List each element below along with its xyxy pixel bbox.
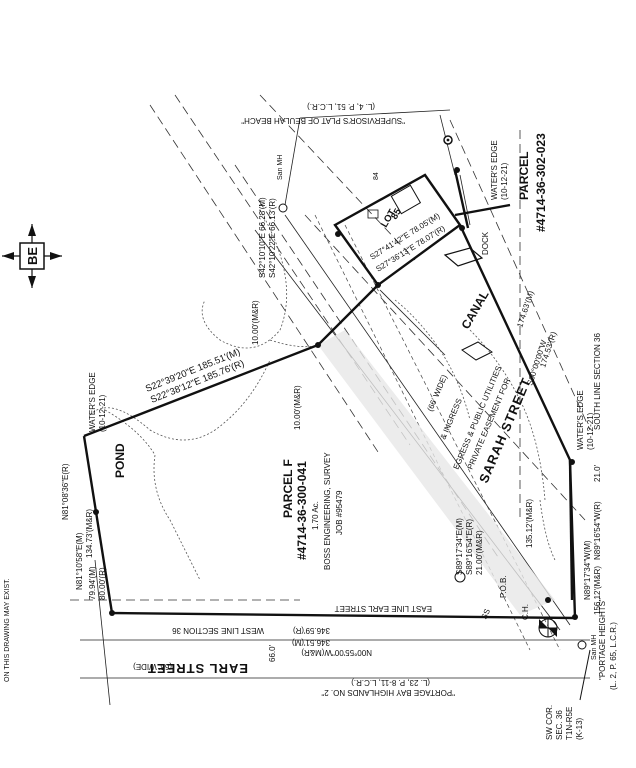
portage-heights-ref: (L. 2, P. 65, L.C.R.)	[609, 622, 618, 690]
sw-corner-line-3: T1N-R5E	[565, 707, 574, 740]
earl-street-label: EARL STREET	[147, 661, 248, 676]
west-distance: 134.73'(M&R)	[85, 509, 94, 558]
dim-10-lower: 10.00'(M&R)	[293, 385, 302, 430]
waters-edge-ne: WATER'S EDGE	[490, 140, 499, 200]
lot-number-84: 84	[373, 172, 380, 180]
east-distance-b: 135.12'(M&R)	[525, 499, 534, 548]
west-bearing-r: N81°08'36"E(R)	[61, 463, 70, 520]
logo-mark: BE	[2, 224, 62, 288]
east-line-earl: EAST LINE EARL STREET	[335, 604, 432, 613]
beulah-beach-ref: (L. 4, P. 51, L.C.R.)	[307, 102, 375, 111]
south-dist-m: 346.51'(M)	[292, 638, 330, 647]
canal-label: CANAL	[458, 288, 491, 331]
earl-sixty-six: 66.0'	[268, 644, 277, 662]
sw-corner-line-2: SEC. 36	[555, 710, 564, 740]
parcel-main-number: #4714-36-300-041	[295, 461, 309, 560]
parcel-main-label: PARCEL F	[281, 459, 295, 518]
west-line-section: WEST LINE SECTION 36	[172, 626, 264, 635]
north-arrow	[579, 649, 591, 701]
portage-bay-label: "PORTAGE BAY HIGHLANDS NO. 2"	[321, 688, 455, 697]
dock-label: DOCK	[481, 231, 490, 255]
west-bearing-m: N81°10'58"E(M)	[75, 532, 84, 590]
parcel-main-job: JOB #95479	[335, 490, 344, 535]
parcel-main-surveyor: BOSS ENGINEERING, SURVEY	[323, 452, 332, 570]
pond-label: POND	[113, 443, 127, 478]
survey-monuments	[93, 135, 587, 650]
pob-label: P.O.B.	[499, 575, 508, 598]
ss-label: SS	[480, 607, 492, 620]
sw-corner-line-1: SW COR.	[545, 705, 554, 740]
east-distance-a: 21.00'(M&R)	[475, 530, 484, 575]
sw-short-m: 79.94'(M)	[88, 566, 97, 600]
san-mh-label-south: San MH	[591, 635, 598, 660]
earl-street-width: (66' WIDE)	[133, 662, 172, 671]
sw-corner-symbol	[538, 618, 558, 638]
waters-edge-west: WATER'S EDGE	[88, 372, 97, 432]
parcel-ne-number: #4714-36-302-023	[534, 133, 548, 232]
shoreline-curves	[89, 209, 556, 581]
se-bearing-m: N89°17'34"W(M)	[583, 540, 592, 600]
beulah-beach-plat: "SUPERVISOR'S PLAT OF BEULAH BEACH"	[241, 116, 405, 125]
portage-bay-ref: (L. 23, P. 8-11, L.C.R.)	[351, 678, 430, 687]
sw-corner-line-4: (K-13)	[575, 717, 584, 740]
dim-10-upper: 10.00'(M&R)	[251, 300, 260, 345]
se-bearing-r: N89°16'54"W(R)	[593, 501, 602, 560]
sw-short-r: 80.00'(R)	[98, 567, 107, 600]
canal-bearing-m: 174.63'(M)	[515, 289, 535, 328]
lot-boundary	[333, 169, 471, 287]
se-short: 21.0'	[593, 464, 602, 482]
east-bearing-m: S89°17'34"E(M)	[455, 518, 464, 575]
east-bearing-r: S89°16'54"E(R)	[465, 519, 474, 575]
waters-edge-west-date: (10-12-21)	[98, 394, 107, 432]
san-mh-label-north: San MH	[277, 155, 284, 180]
waters-edge-ne-date: (10-12-21)	[500, 162, 509, 200]
waters-edge-se-date: (10-12-21)	[586, 412, 595, 450]
logo-text: BE	[25, 247, 40, 265]
south-dist-r: 346.59'(R)	[293, 626, 330, 635]
disclaimer-text: ON THIS DRAWING MAY EXIST.	[4, 578, 11, 682]
easement-shading	[318, 330, 555, 615]
parcel-main-area: 1.70 Ac.	[311, 501, 320, 530]
dock-structure	[443, 247, 493, 361]
south-line-section: SOUTH LINE SECTION 36	[593, 333, 602, 430]
south-bearing: N00°55'00"W(M&R)	[301, 648, 372, 657]
ch-label: C.H.	[521, 604, 530, 620]
parcel-ne-label: PARCEL	[517, 152, 531, 200]
portage-heights-label: "PORTAGE HEIGHTS"	[598, 598, 607, 680]
se-distance: 156.12'(M&R)	[593, 566, 602, 615]
waters-edge-se: WATER'S EDGE	[576, 390, 585, 450]
north-top-bearing-m: S42°10'10"E 66.28'(M)	[258, 197, 267, 278]
north-top-bearing-r: S42°10'22"E 66.13'(R)	[268, 198, 277, 278]
